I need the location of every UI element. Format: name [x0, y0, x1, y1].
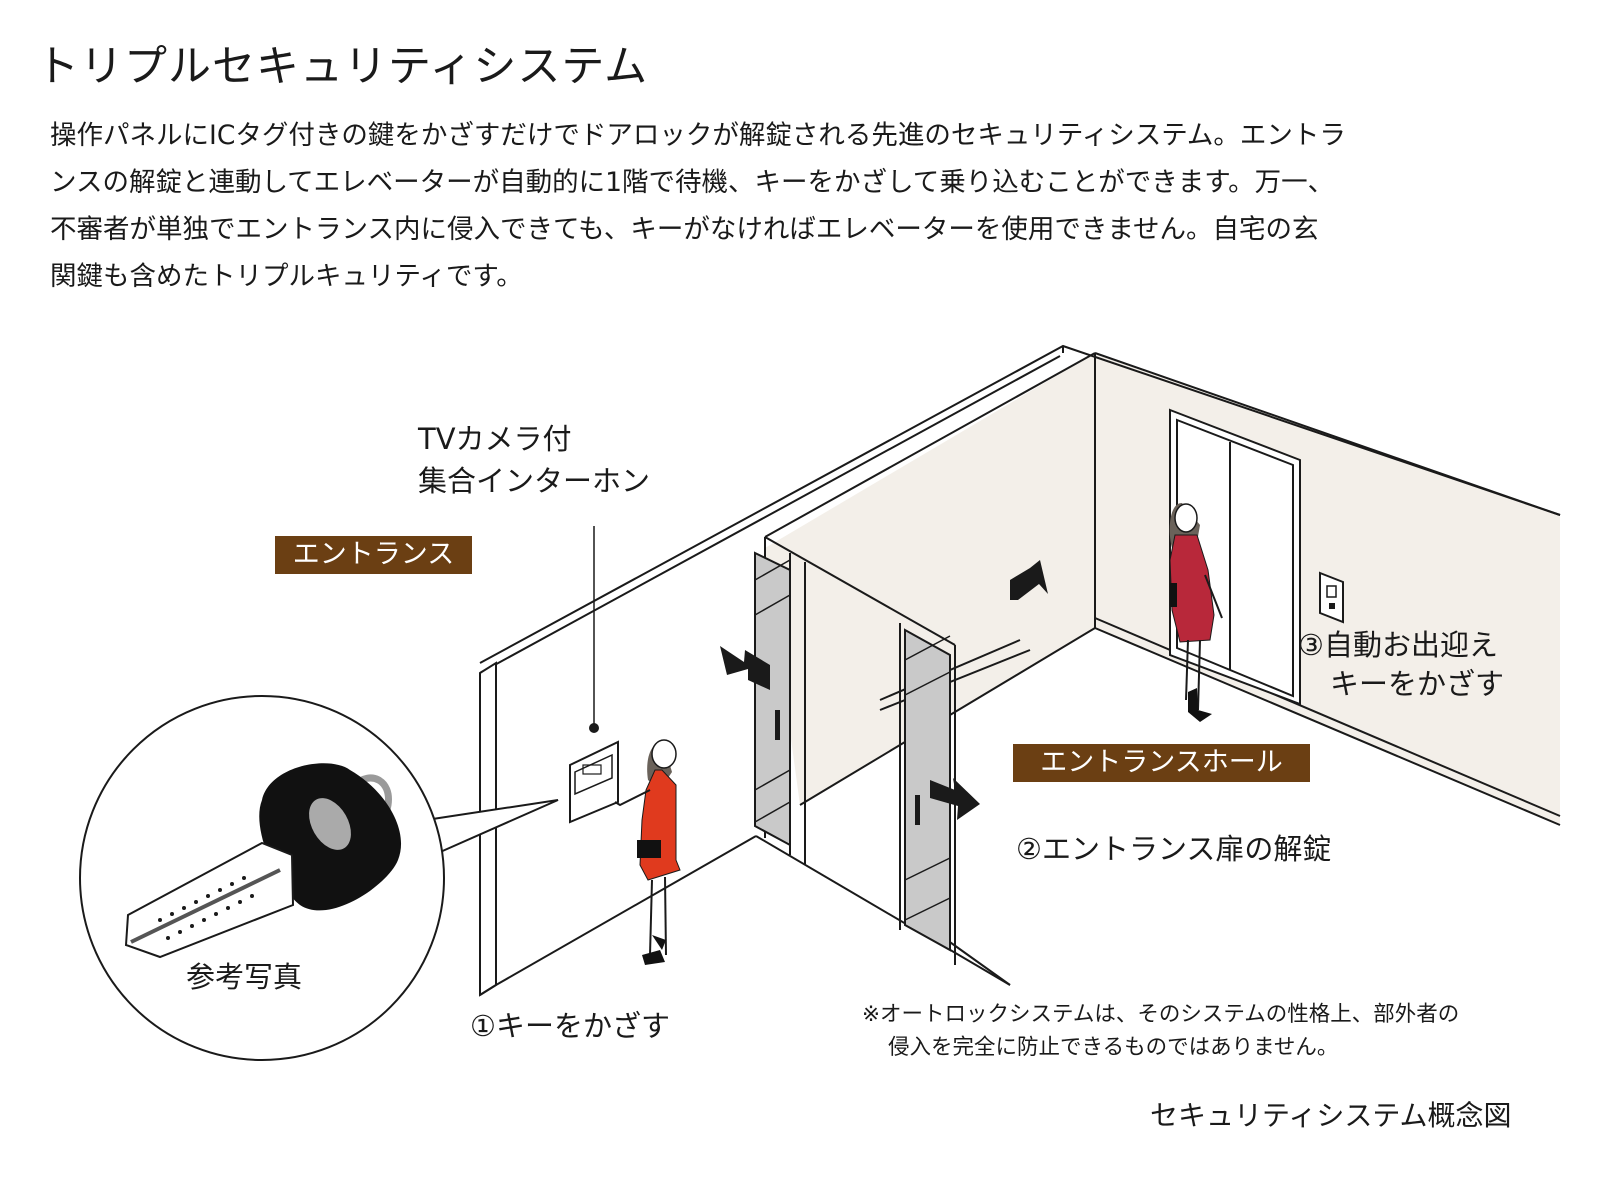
page-title: トリプルセキュリティシステム	[36, 42, 649, 92]
step-3-label: ③自動お出迎え キーをかざす	[1298, 626, 1504, 704]
entrance-door-right	[904, 628, 951, 952]
intercom-label-line: TVカメラ付	[418, 422, 572, 456]
elevator-call-button-icon	[1319, 571, 1344, 624]
ic-key-icon	[124, 763, 402, 959]
person-figure-icon	[1169, 503, 1223, 722]
step-1-label: ①キーをかざす	[470, 1009, 670, 1043]
description: 操作パネルにICタグ付きの鍵をかざすだけでドアロックが解錠される先進のセキュリテ…	[50, 112, 1550, 300]
figure-caption: セキュリティシステム概念図	[1150, 1099, 1512, 1132]
step-3-line: ③自動お出迎え	[1298, 628, 1498, 662]
person-figure-icon	[614, 739, 681, 965]
arrow-icon	[930, 778, 980, 820]
description-line: 関鍵も含めたトリプルキュリティです。	[50, 261, 523, 292]
step-3-line: キーをかざす	[1330, 667, 1505, 701]
step-2-label: ②エントランス扉の解錠	[1016, 832, 1332, 866]
note-line: ※オートロックシステムは、そのシステムの性格上、部外者の	[862, 1002, 1460, 1027]
key-photo-label: 参考写真	[186, 960, 303, 994]
description-line: ンスの解錠と連動してエレベーターが自動的に1階で待機、キーをかざして乗り込むこと…	[50, 167, 1335, 198]
description-line: 不審者が単独でエントランス内に侵入できても、キーがなければエレベーターを使用でき…	[50, 214, 1319, 245]
arrow-icon	[720, 646, 770, 690]
intercom-panel-icon	[569, 526, 619, 824]
entrance-badge: エントランス	[275, 536, 472, 574]
hall-left-wall	[765, 353, 1095, 805]
entrance-hall-badge: エントランスホール	[1013, 744, 1310, 782]
intercom-label: TVカメラ付 集合インターホン	[418, 418, 650, 502]
arrow-icon	[1010, 560, 1048, 600]
description-line: 操作パネルにICタグ付きの鍵をかざすだけでドアロックが解錠される先進のセキュリテ…	[50, 120, 1346, 151]
intercom-label-line: 集合インターホン	[418, 464, 651, 498]
entrance-door-left	[754, 551, 791, 847]
note-line: 侵入を完全に防止できるものではありません。	[888, 1035, 1339, 1060]
disclaimer-note: ※オートロックシステムは、そのシステムの性格上、部外者の 侵入を完全に防止できる…	[862, 998, 1459, 1064]
